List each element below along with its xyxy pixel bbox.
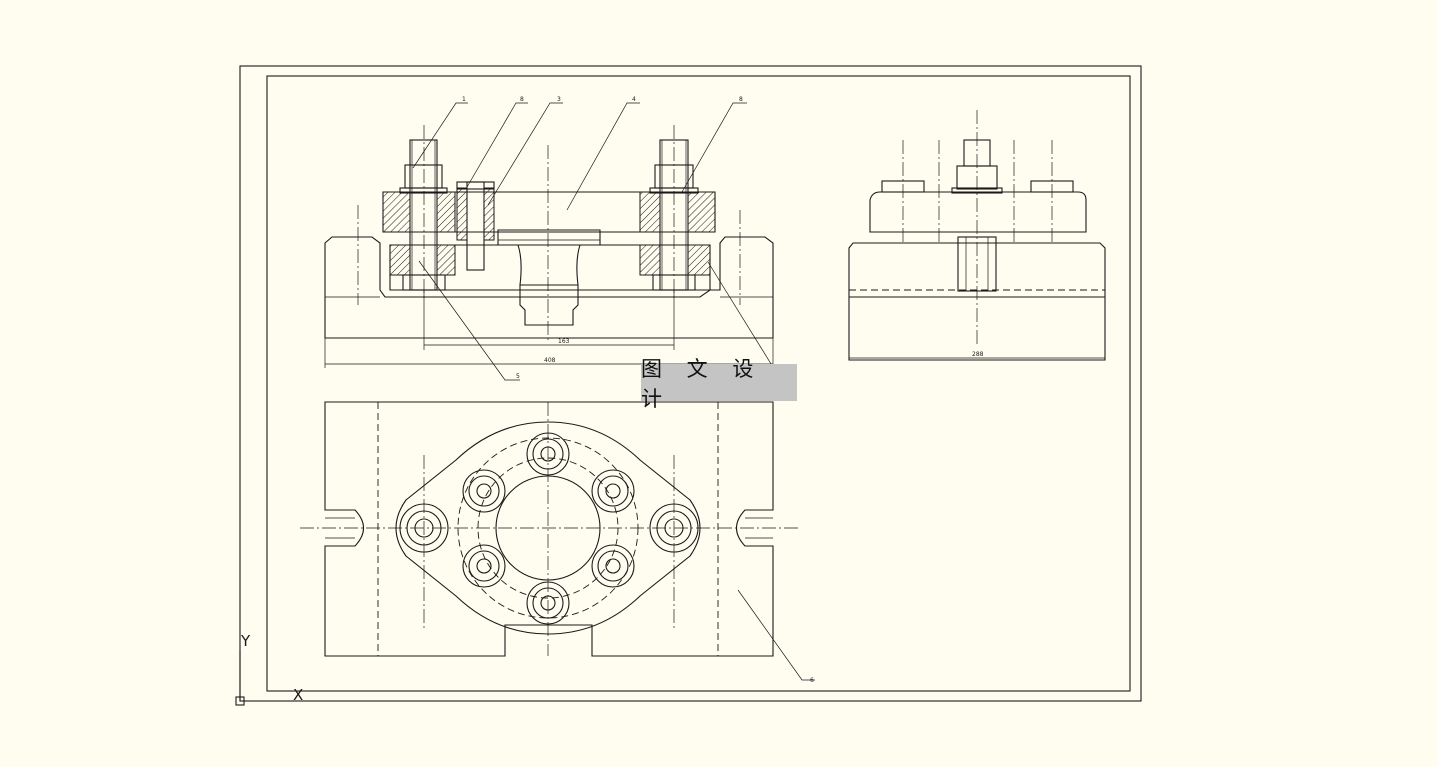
dim-side-width: 288 [972, 351, 984, 358]
bolt-circle [399, 432, 699, 625]
ucs-icon: Y X [235, 632, 303, 706]
front-section-view: 163 408 1 8 3 4 8 5 [324, 96, 777, 381]
ucs-y-label: Y [240, 632, 251, 650]
watermark-label: 图 文 设 计 [641, 357, 797, 411]
inner-frame [266, 75, 1131, 692]
side-view: 288 [848, 110, 1106, 361]
part-number-5: 8 [739, 96, 743, 103]
part-number-1: 1 [462, 96, 466, 103]
part-number-7: 6 [810, 677, 814, 684]
dim-inner-width: 163 [558, 338, 570, 345]
part-number-4: 4 [632, 96, 636, 103]
ucs-x-label: X [293, 686, 303, 704]
part-number-6: 5 [516, 373, 520, 380]
outer-frame [239, 65, 1142, 702]
dim-overall-width: 408 [544, 357, 556, 364]
part-number-2: 8 [520, 96, 524, 103]
part-number-3: 3 [557, 96, 561, 103]
top-view: 6 [300, 401, 815, 684]
